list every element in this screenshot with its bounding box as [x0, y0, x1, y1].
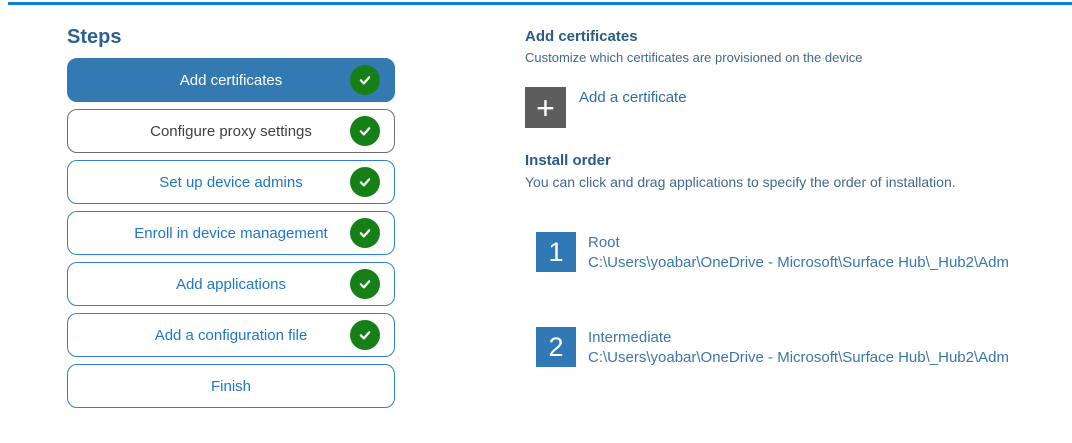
order-item-text: Root C:\Users\yoabar\OneDrive - Microsof…	[588, 232, 1009, 272]
page-subtitle: Customize which certificates are provisi…	[525, 50, 863, 65]
step-label: Add a configuration file	[154, 326, 308, 344]
step-item-enroll-in-device-management[interactable]: Enroll in device management	[67, 211, 395, 255]
install-order-description: You can click and drag applications to s…	[525, 174, 956, 190]
check-circle-icon	[350, 320, 380, 350]
step-item-finish[interactable]: Finish	[67, 364, 395, 408]
step-label: Enroll in device management	[134, 224, 328, 242]
check-circle-icon	[350, 269, 380, 299]
install-order-item-intermediate[interactable]: 2 Intermediate C:\Users\yoabar\OneDrive …	[536, 327, 1070, 367]
top-accent-line	[8, 2, 1072, 5]
step-item-add-a-configuration-file[interactable]: Add a configuration file	[67, 313, 395, 357]
step-label: Finish	[210, 377, 251, 395]
add-certificate-button[interactable]: +	[525, 87, 566, 128]
step-item-add-certificates[interactable]: Add certificates	[67, 58, 395, 102]
step-item-configure-proxy-settings[interactable]: Configure proxy settings	[67, 109, 395, 153]
certificate-name: Root	[588, 234, 620, 251]
order-number-tile[interactable]: 2	[536, 327, 576, 367]
step-item-set-up-device-admins[interactable]: Set up device admins	[67, 160, 395, 204]
page-title: Add certificates	[525, 28, 638, 45]
step-label: Configure proxy settings	[150, 122, 312, 140]
install-order-item-root[interactable]: 1 Root C:\Users\yoabar\OneDrive - Micros…	[536, 232, 1070, 272]
step-label: Add applications	[175, 275, 287, 293]
install-order-title: Install order	[525, 152, 611, 169]
certificate-path: C:\Users\yoabar\OneDrive - Microsoft\Sur…	[588, 254, 1009, 271]
check-circle-icon	[350, 116, 380, 146]
check-circle-icon	[350, 65, 380, 95]
check-circle-icon	[350, 167, 380, 197]
plus-icon: +	[536, 89, 555, 126]
steps-panel: Steps Add certificates Configure proxy s…	[67, 26, 397, 415]
order-number-tile[interactable]: 1	[536, 232, 576, 272]
step-label: Add certificates	[179, 71, 283, 89]
order-item-text: Intermediate C:\Users\yoabar\OneDrive - …	[588, 327, 1009, 367]
step-label: Set up device admins	[159, 173, 303, 191]
check-circle-icon	[350, 218, 380, 248]
steps-title: Steps	[67, 26, 122, 48]
add-certificate-row: + Add a certificate	[525, 87, 1070, 128]
content-panel: Add certificates Customize which certifi…	[525, 28, 1070, 367]
certificate-name: Intermediate	[588, 329, 672, 346]
certificate-path: C:\Users\yoabar\OneDrive - Microsoft\Sur…	[588, 349, 1009, 366]
step-item-add-applications[interactable]: Add applications	[67, 262, 395, 306]
add-certificate-label[interactable]: Add a certificate	[579, 89, 687, 106]
